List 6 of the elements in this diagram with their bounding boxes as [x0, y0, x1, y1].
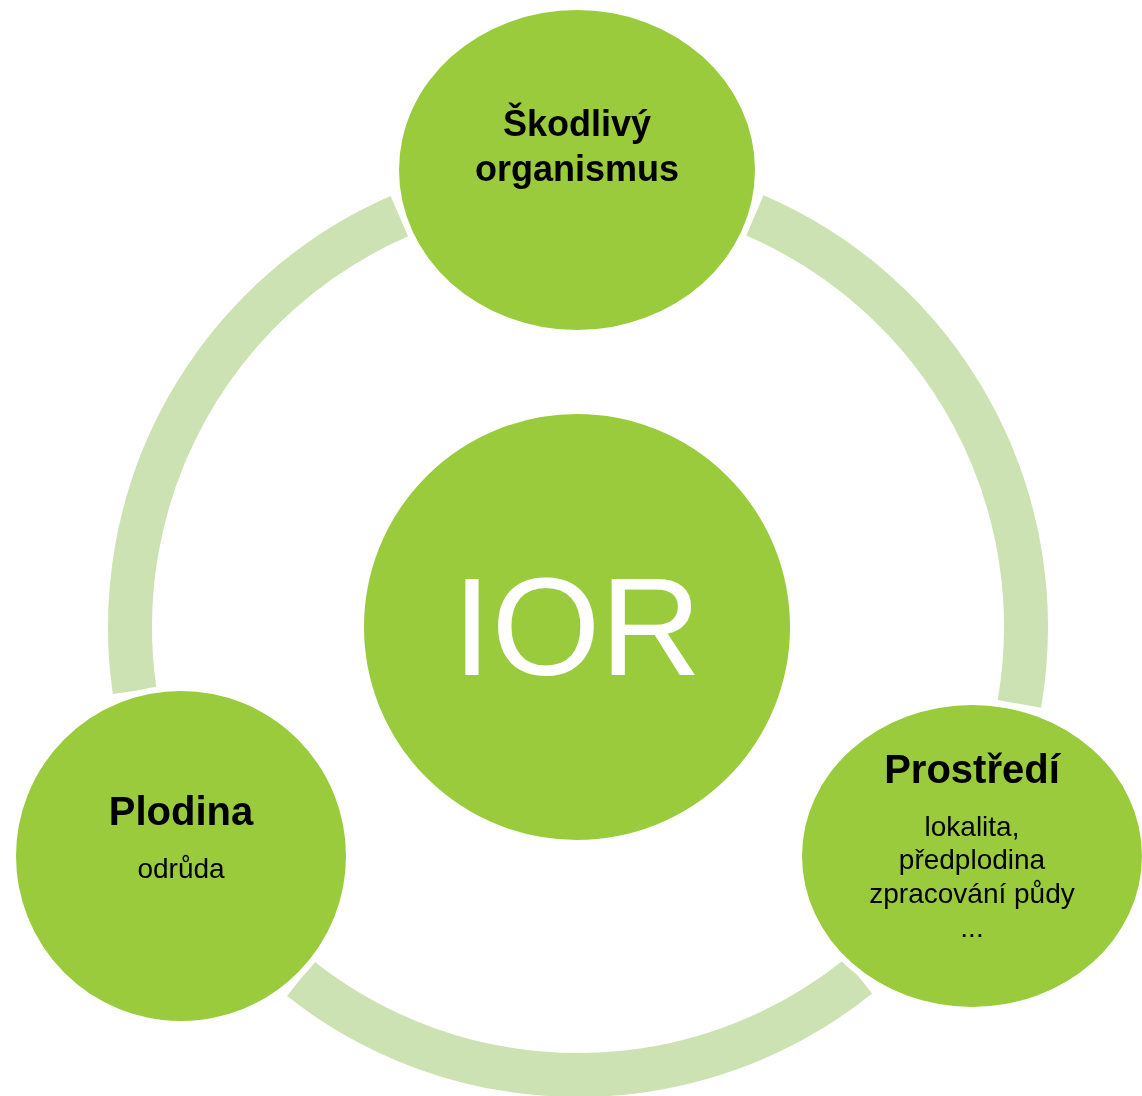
circle-title: Škodlivý organismus — [473, 101, 680, 191]
circle-description: lokalita, předplodina zpracování půdy ... — [868, 809, 1076, 945]
center-title: IOR — [452, 557, 702, 697]
circle-title: Prostředí — [883, 745, 1062, 793]
circle-description: odrůda — [136, 852, 226, 886]
circle-title: Plodina — [107, 788, 255, 836]
